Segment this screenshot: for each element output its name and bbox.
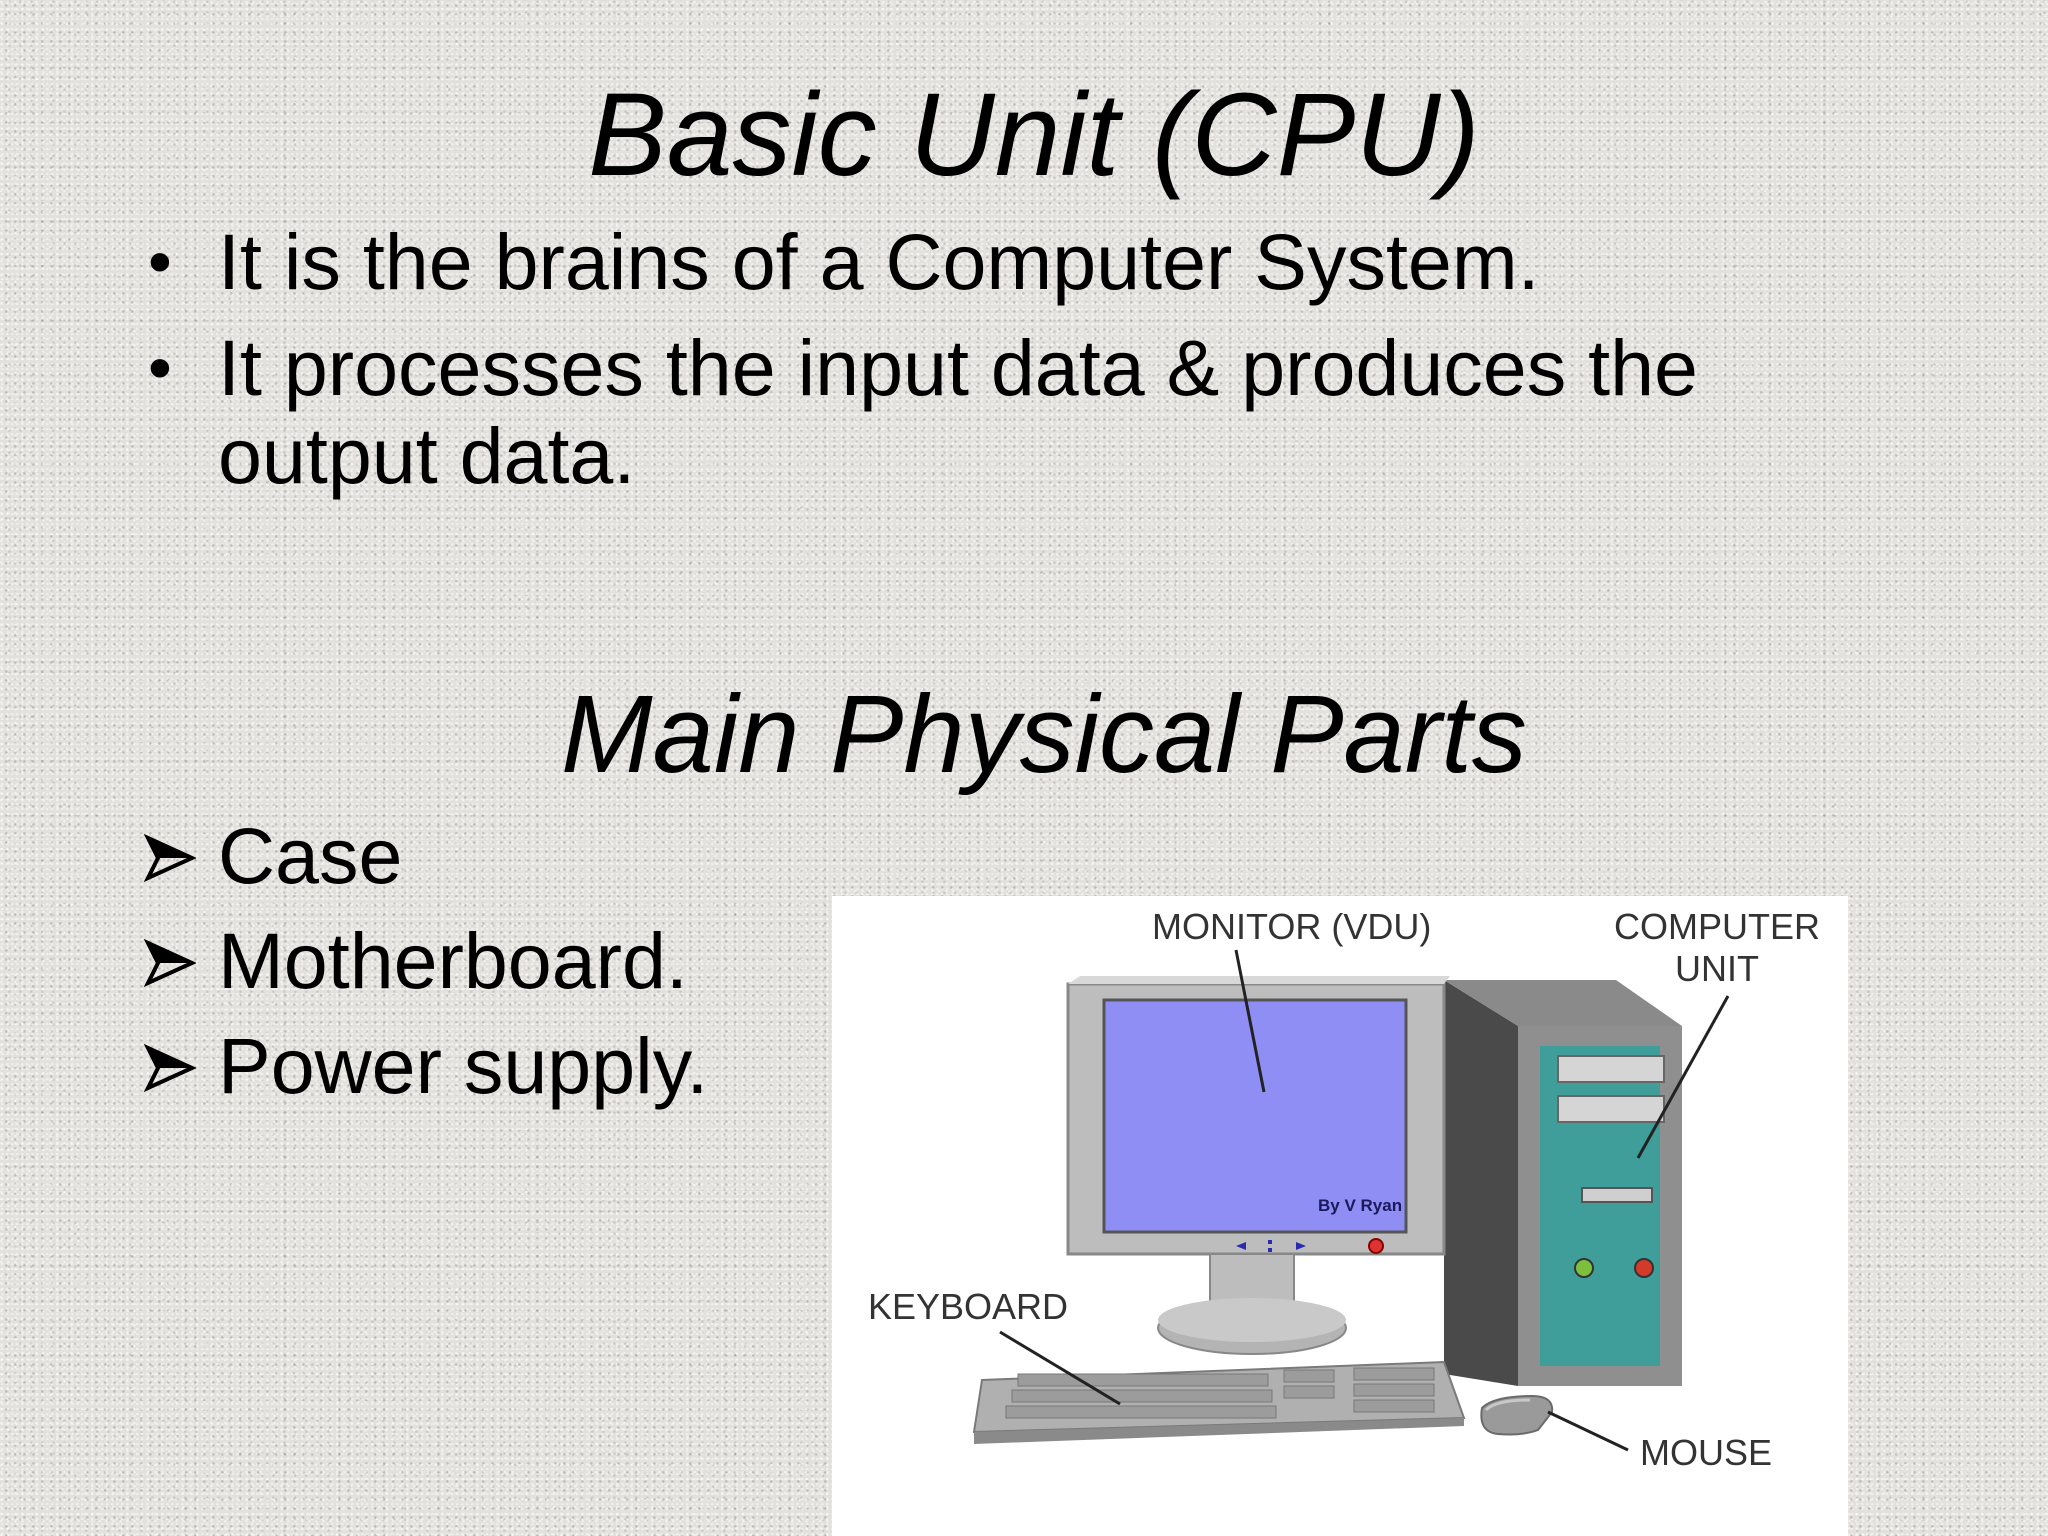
computer-unit-label: COMPUTER UNIT xyxy=(1614,906,1820,989)
list-item: Case xyxy=(140,812,708,900)
bullet-text: It is the brains of a Computer System. xyxy=(218,217,1540,306)
bullet-icon: • xyxy=(148,330,172,406)
part-text: Motherboard. xyxy=(218,916,688,1005)
bullet-text: It processes the input data & produces t… xyxy=(218,323,1698,500)
illustration-credit: By V Ryan xyxy=(1318,1196,1403,1215)
power-button-icon xyxy=(1634,1258,1654,1278)
section-title: Main Physical Parts xyxy=(561,673,1527,796)
slide-title: Basic Unit (CPU) xyxy=(588,69,1480,201)
list-item: Power supply. xyxy=(140,1022,708,1110)
mouse-icon xyxy=(1480,1394,1554,1436)
list-item: Motherboard. xyxy=(140,917,708,1005)
monitor-label: MONITOR (VDU) xyxy=(1152,906,1432,947)
arrowhead-bullet-icon xyxy=(144,1044,196,1092)
mouse-label: MOUSE xyxy=(1640,1432,1773,1473)
computer-drawing xyxy=(972,949,1730,1452)
tower-front-panel xyxy=(1540,1046,1660,1366)
list-item: • It is the brains of a Computer System. xyxy=(140,218,1820,306)
bullet-list: • It is the brains of a Computer System.… xyxy=(140,218,1820,518)
arrowhead-bullet-icon xyxy=(144,834,196,882)
arrowhead-bullet-icon xyxy=(144,939,196,987)
part-text: Case xyxy=(218,811,403,900)
keyboard-label: KEYBOARD xyxy=(868,1286,1069,1327)
computer-illustration: MONITOR (VDU) COMPUTER UNIT KEYBOARD MOU… xyxy=(832,896,1848,1536)
parts-list: Case Motherboard. Power supply. xyxy=(140,812,708,1127)
power-led-icon xyxy=(1574,1258,1594,1278)
bullet-icon: • xyxy=(148,224,172,300)
list-item: • It processes the input data & produces… xyxy=(140,324,1820,500)
part-text: Power supply. xyxy=(218,1021,709,1110)
